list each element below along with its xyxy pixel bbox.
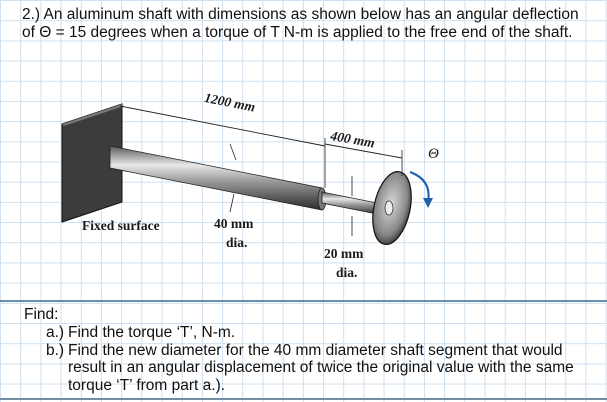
- label-theta: Θ: [428, 146, 439, 162]
- find-list: a.)Find the torque ‘T’, N-m. b.)Find the…: [24, 324, 599, 395]
- fixed-wall: [61, 103, 123, 223]
- problem-line: 2.) An aluminum shaft with dimensions as…: [22, 6, 582, 41]
- find-item-b-marker: b.): [46, 341, 65, 359]
- problem-number: 2.): [22, 6, 41, 23]
- section-divider-top: [0, 300, 607, 302]
- label-40mm: 40 mm: [214, 216, 254, 231]
- find-item-a-text: Find the torque ‘T’, N-m.: [68, 323, 236, 341]
- dim-line-400: [324, 143, 403, 159]
- find-item-a: a.)Find the torque ‘T’, N-m.: [24, 324, 599, 342]
- dim-line-1200: [119, 105, 326, 147]
- find-section: Find: a.)Find the torque ‘T’, N-m. b.)Fi…: [24, 306, 599, 395]
- label-20mm-dia: dia.: [336, 265, 358, 280]
- find-item-b: b.)Find the new diameter for the 40 mm d…: [24, 342, 599, 395]
- label-40mm-dia: dia.: [226, 235, 248, 250]
- problem-statement: 2.) An aluminum shaft with dimensions as…: [22, 6, 582, 41]
- shaft-drawing: [61, 103, 433, 245]
- problem-text: An aluminum shaft with dimensions as sho…: [22, 6, 579, 41]
- label-fixed-surface: Fixed surface: [82, 218, 160, 233]
- find-item-a-marker: a.): [46, 323, 65, 341]
- large-shaft-segment: [109, 145, 323, 211]
- rotation-arrow: [409, 171, 430, 203]
- label-20mm: 20 mm: [324, 246, 364, 261]
- shaft-figure: 1200 mm 400 mm Θ Fixed surface 40 mm dia…: [40, 84, 510, 298]
- section-divider-bottom: [0, 398, 607, 400]
- find-heading: Find:: [24, 306, 59, 323]
- find-item-b-text: Find the new diameter for the 40 mm diam…: [68, 341, 574, 395]
